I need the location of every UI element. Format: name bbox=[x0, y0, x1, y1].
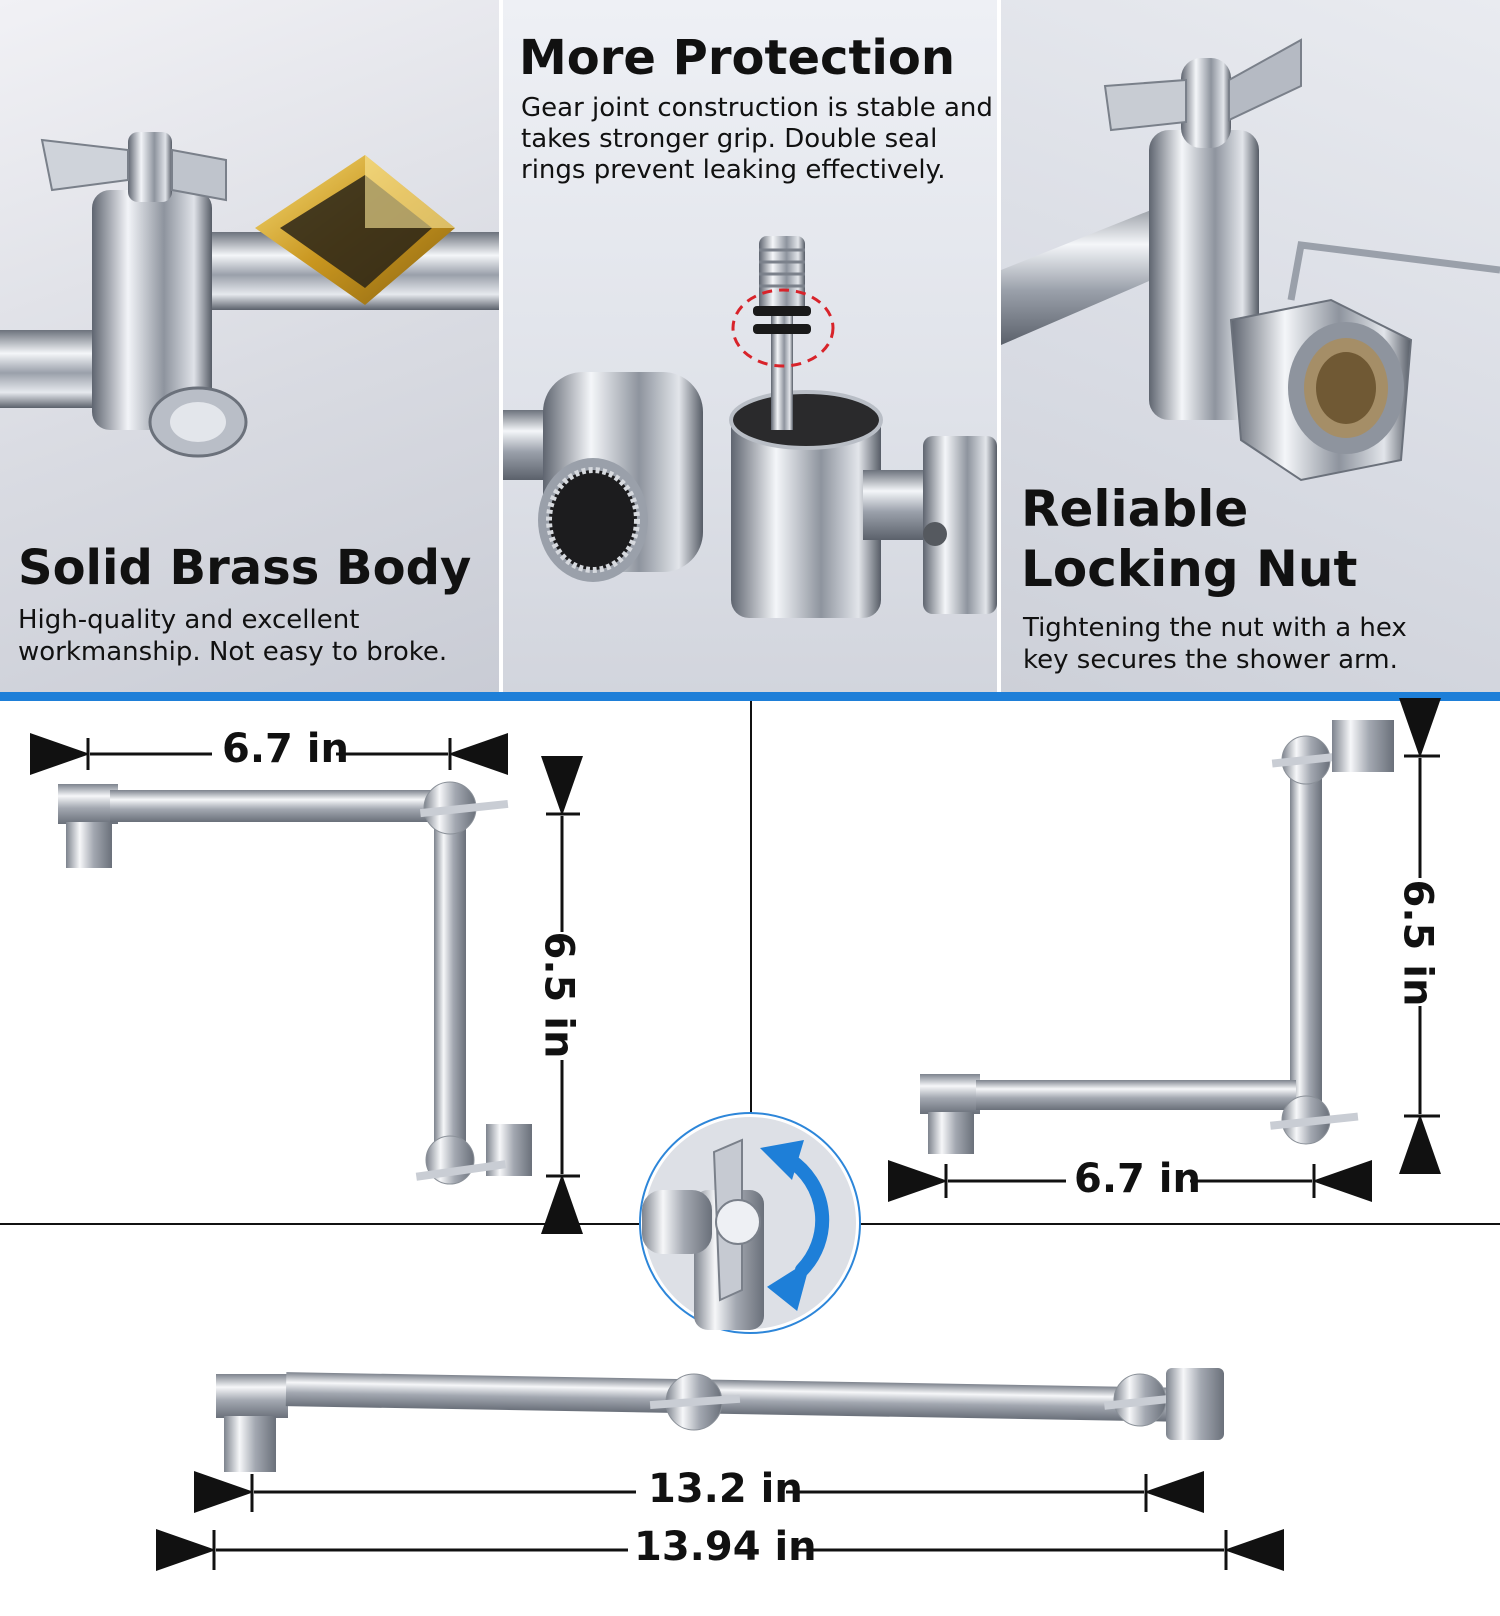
dim-top-right-width: 6.7 in bbox=[1074, 1156, 1201, 1202]
protection-desc-line-2: takes stronger grip. Double seal bbox=[521, 124, 938, 154]
nut-desc-line-1: Tightening the nut with a hex bbox=[1023, 613, 1407, 643]
feature-panel-locking-nut: Reliable Locking Nut Tightening the nut … bbox=[1001, 0, 1500, 692]
feature-panel-brass: Solid Brass Body High-quality and excell… bbox=[0, 0, 499, 692]
arm-straight bbox=[216, 1368, 1224, 1472]
feature-panel-protection: More Protection Gear joint construction … bbox=[503, 0, 997, 692]
locking-nut-illustration bbox=[1001, 38, 1500, 482]
dim-top-left-height: 6.5 in bbox=[535, 931, 582, 1059]
dim-top-left-width: 6.7 in bbox=[222, 726, 349, 772]
brass-desc-line-1: High-quality and excellent bbox=[18, 605, 360, 635]
protection-desc-line-1: Gear joint construction is stable and bbox=[521, 93, 993, 123]
seal-ring-illustration bbox=[503, 236, 997, 618]
hex-key-icon bbox=[1287, 241, 1500, 301]
section-divider-bar bbox=[0, 692, 1500, 701]
nut-desc-line-2: key secures the shower arm. bbox=[1023, 645, 1398, 675]
nut-title-line-2: Locking Nut bbox=[1021, 540, 1358, 598]
arm-l-shape-top-right bbox=[920, 720, 1394, 1154]
dim-straight-total: 13.94 in bbox=[634, 1524, 817, 1570]
brass-desc-line-2: workmanship. Not easy to broke. bbox=[18, 637, 448, 667]
dim-straight-inner: 13.2 in bbox=[648, 1466, 803, 1512]
protection-desc-line-3: rings prevent leaking effectively. bbox=[521, 155, 946, 185]
brass-title: Solid Brass Body bbox=[18, 540, 472, 596]
seal-highlight-circle bbox=[731, 288, 835, 368]
rotate-arrows-icon bbox=[639, 1112, 861, 1334]
brass-fitting-illustration bbox=[0, 132, 499, 458]
protection-title: More Protection bbox=[519, 30, 956, 86]
arm-l-shape-top-left bbox=[58, 781, 532, 1185]
dim-top-right-height: 6.5 in bbox=[1394, 879, 1441, 1007]
grid-line-vertical bbox=[750, 701, 752, 1225]
nut-title-line-1: Reliable bbox=[1021, 480, 1249, 538]
